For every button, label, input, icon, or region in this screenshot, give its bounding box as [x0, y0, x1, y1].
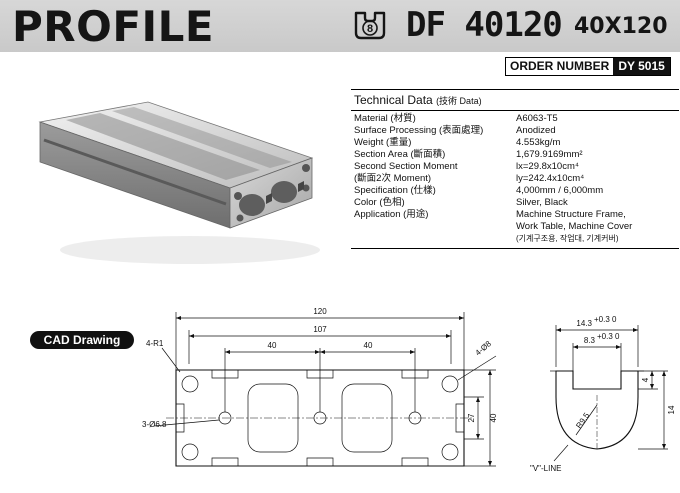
spec-key: Application (用途) [354, 209, 429, 220]
slot-dim-top-tol: +0.3 0 [594, 315, 617, 324]
note-4-r1: 4-R1 [146, 339, 164, 348]
slot-dim-top: 14.3 [576, 319, 592, 328]
cad-drawing-label: CAD Drawing [30, 331, 134, 349]
spec-key: Material (材質) [354, 113, 416, 124]
dim-40-left: 40 [268, 341, 277, 350]
spec-value: Anodized [516, 125, 556, 136]
dim-107: 107 [313, 325, 327, 334]
cad-front-view: 120 107 40 40 40 27 4-R1 4-Ø8 3-Ø6.8 [142, 307, 498, 467]
slot-dim-4: 4 [641, 377, 650, 382]
spec-row: (斷面2次 Moment) ly=242.4x10cm⁴ [351, 173, 679, 185]
spec-key [351, 221, 516, 233]
cad-slot-detail: 14.3 +0.3 0 8.3 +0.3 0 4 14 R9.5 "V"-LIN… [530, 315, 676, 473]
dim-27: 27 [467, 413, 476, 422]
note-4-hole: 4-Ø8 [474, 339, 494, 358]
spec-value: A6063-T5 [516, 113, 558, 124]
slot-dim-14: 14 [667, 405, 676, 414]
dim-40-right: 40 [364, 341, 373, 350]
spec-value: 4,000mm / 6,000mm [516, 185, 604, 196]
technical-data-subtitle: (技術 Data) [436, 96, 482, 106]
profile-3d-illustration [38, 101, 320, 264]
order-number-code: DY 5015 [613, 58, 670, 75]
page-title: PROFILE [12, 2, 215, 51]
slot-v-line: "V"-LINE [530, 464, 561, 473]
spec-key: Surface Processing (表面處理) [354, 125, 484, 136]
spec-row: Color (色相) Silver, Black [351, 197, 679, 209]
technical-data-table: Technical Data (技術 Data) Material (材質) A6… [351, 89, 679, 249]
spec-key: Second Section Moment [354, 161, 458, 172]
spec-row: (기계구조용, 작업대, 기계커버) [351, 233, 679, 245]
technical-data-rows: Material (材質) A6063-T5 Surface Processing… [351, 111, 679, 249]
technical-data-heading: Technical Data (技術 Data) [351, 89, 679, 111]
spec-key: (斷面2次 Moment) [354, 173, 432, 184]
spec-value: Work Table, Machine Cover [516, 221, 633, 232]
order-number-box: ORDER NUMBER DY 5015 [505, 57, 671, 76]
slot-dim-inner-tol: +0.3 0 [597, 332, 620, 341]
spec-row: Material (材質) A6063-T5 [351, 113, 679, 125]
model-dimensions: 40X120 [574, 14, 668, 39]
spec-value: lx=29.8x10cm⁴ [516, 161, 579, 172]
spec-value: ly=242.4x10cm⁴ [516, 173, 585, 184]
dim-120: 120 [313, 307, 327, 316]
header-banner [0, 0, 680, 52]
spec-row: Specification (仕樣) 4,000mm / 6,000mm [351, 185, 679, 197]
badge-number: 8 [367, 23, 373, 35]
spec-value: Machine Structure Frame, [516, 209, 626, 220]
spec-row: Application (用途) Machine Structure Frame, [351, 209, 679, 221]
spec-value: 4.553kg/m [516, 137, 561, 148]
spec-row: Weight (重量) 4.553kg/m [351, 137, 679, 149]
spec-row: Second Section Moment lx=29.8x10cm⁴ [351, 161, 679, 173]
spec-key: Section Area (斷面積) [354, 149, 446, 160]
spec-value: 1,679.9169mm² [516, 149, 583, 160]
spec-value: (기계구조용, 작업대, 기계커버) [516, 234, 619, 243]
slot-radius: R9.5 [574, 411, 591, 430]
spec-key: Weight (重量) [354, 137, 412, 148]
order-number-label: ORDER NUMBER [506, 58, 614, 75]
spec-value: Silver, Black [516, 197, 568, 208]
spec-row: Surface Processing (表面處理) Anodized [351, 125, 679, 137]
spec-key: Specification (仕樣) [354, 185, 436, 196]
dim-40-side: 40 [489, 413, 498, 422]
slot-8-icon: 8 [354, 11, 386, 40]
spec-key: Color (色相) [354, 197, 405, 208]
spec-row: Work Table, Machine Cover [351, 221, 679, 233]
model-number: DF 40120 [406, 5, 563, 45]
spec-row: Section Area (斷面積) 1,679.9169mm² [351, 149, 679, 161]
note-3-hole: 3-Ø6.8 [142, 420, 167, 429]
slot-dim-inner: 8.3 [584, 336, 596, 345]
technical-data-title: Technical Data [354, 93, 433, 107]
spec-key [351, 233, 516, 245]
